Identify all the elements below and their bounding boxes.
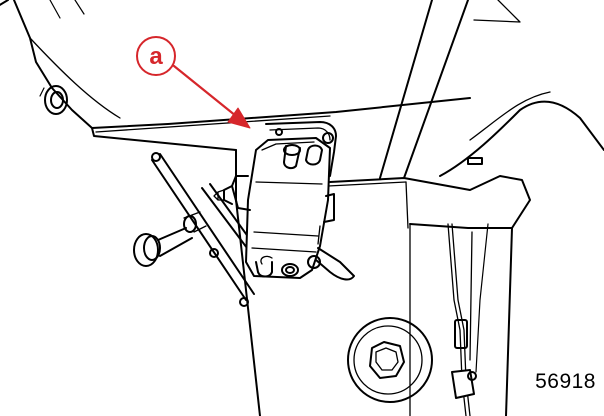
engine-cowl xyxy=(0,0,471,153)
callout-letter: a xyxy=(149,43,163,70)
callout-a: a xyxy=(136,36,251,129)
callout-arrowhead xyxy=(227,107,251,129)
sender-cable xyxy=(447,223,489,416)
pivot-bolt xyxy=(347,317,433,403)
plunger-knob xyxy=(133,211,207,267)
sender-body xyxy=(213,137,355,281)
mounting-plate xyxy=(265,121,337,177)
callout-circle xyxy=(136,36,176,76)
figure-number: 56918 xyxy=(535,370,596,393)
callout-leader-line xyxy=(172,64,238,118)
vertical-shaft xyxy=(379,0,521,179)
